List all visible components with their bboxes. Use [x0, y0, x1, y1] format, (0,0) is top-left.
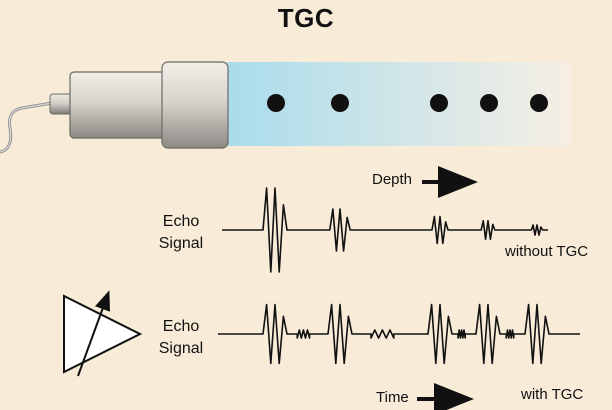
echo-signal-with-tgc [218, 303, 580, 365]
depth-label: Depth [372, 171, 413, 188]
amplifier-triangle-icon [63, 294, 143, 374]
amplifier-symbol [63, 290, 143, 377]
probe-head [161, 61, 229, 149]
echo-signal-without-tgc [222, 187, 548, 273]
echo-signal-top-label-line1: Echo [162, 213, 200, 230]
reflector-dot [430, 94, 448, 112]
variable-gain-arrow-icon [77, 290, 111, 377]
probe-strain-relief [49, 93, 73, 115]
transducer-probe [0, 61, 229, 154]
echo-signal-bottom-label-line1: Echo [162, 318, 200, 335]
with-tgc-label: with TGC [521, 386, 584, 403]
reflector-dot [530, 94, 548, 112]
probe-body [69, 71, 167, 139]
echo-waveform [222, 187, 548, 273]
time-label: Time [376, 389, 409, 406]
without-tgc-label: without TGC [505, 243, 589, 260]
diagram-title: TGC [277, 3, 335, 33]
reflector-dots [267, 94, 548, 112]
reflector-dot [267, 94, 285, 112]
echo-waveform [218, 303, 580, 365]
reflector-dot [331, 94, 349, 112]
echo-signal-top-label-line2: Signal [158, 235, 204, 252]
echo-signal-bottom-label-line2: Signal [158, 340, 204, 357]
reflector-dot [480, 94, 498, 112]
probe-cable [0, 101, 53, 154]
